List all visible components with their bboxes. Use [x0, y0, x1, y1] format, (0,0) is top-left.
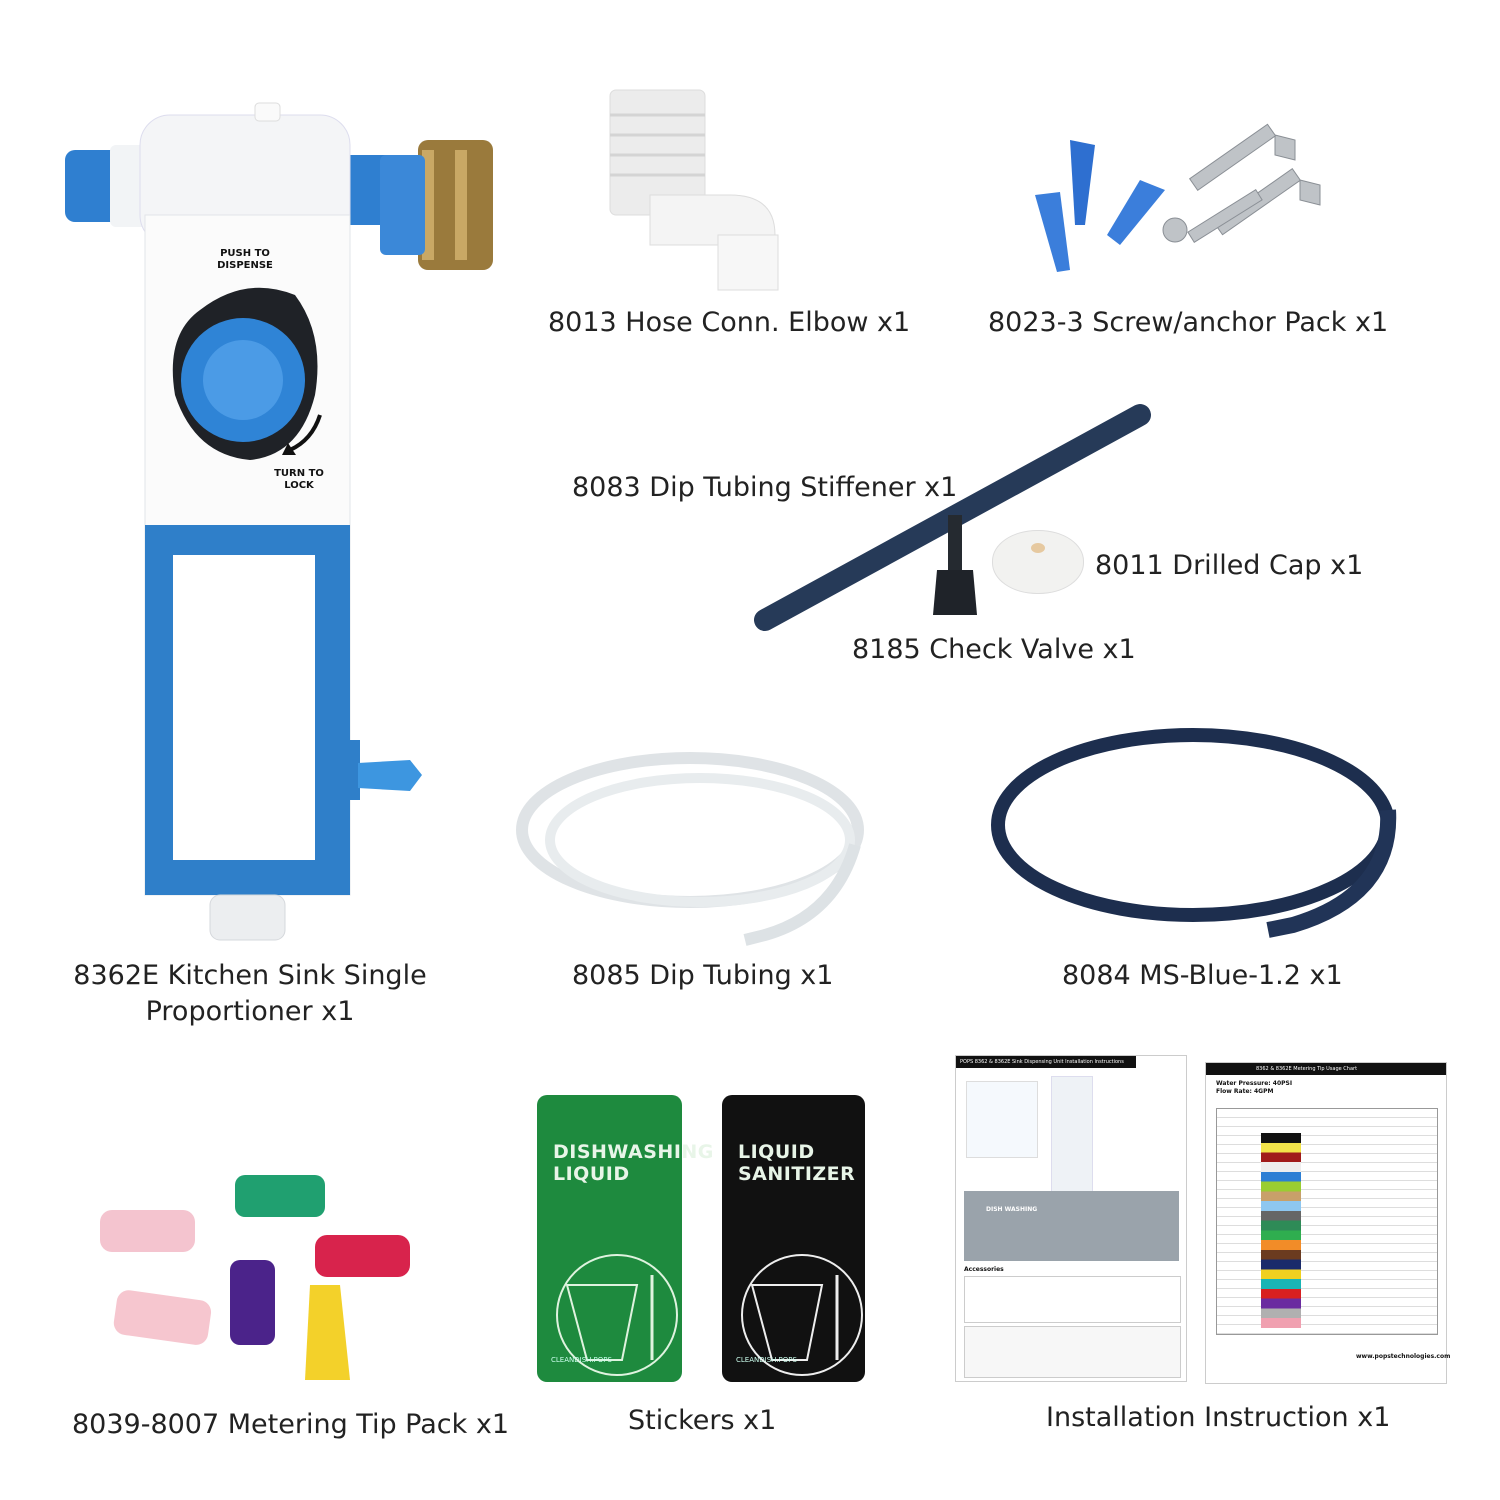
- installation-sheet-right: 8362 & 8362E Metering Tip Usage Chart Wa…: [1205, 1062, 1451, 1384]
- push-label-line1: PUSH TO: [220, 248, 270, 259]
- dishwashing-sticker-text: DISHWASHING LIQUID: [553, 1141, 714, 1185]
- drilled-cap-caption: 8011 Drilled Cap x1: [1095, 550, 1364, 581]
- dish-glass-icon: [556, 1254, 678, 1376]
- dishwashing-sticker: DISHWASHING LIQUID CLEANDISH.POPS: [537, 1095, 713, 1382]
- ms-blue-caption: 8084 MS-Blue-1.2 x1: [1062, 960, 1343, 991]
- sanitizer-glass-icon: [741, 1254, 863, 1376]
- installation-caption: Installation Instruction x1: [1046, 1402, 1391, 1433]
- dishwashing-brand: CLEANDISH.POPS: [551, 1356, 612, 1364]
- proportioner-caption: 8362E Kitchen Sink Single Proportioner x…: [60, 958, 440, 1030]
- metering-tips-illustration: [100, 1175, 410, 1380]
- proportioner-caption-line2: Proportioner x1: [145, 996, 355, 1027]
- sanitizer-line2: SANITIZER: [738, 1163, 856, 1185]
- left-sheet-title: POPS 8362 & 8362E Sink Dispensing Unit I…: [960, 1059, 1124, 1065]
- turn-to-lock-label: TURN TO LOCK: [268, 468, 330, 492]
- drilled-cap-illustration: [992, 530, 1084, 594]
- sanitizer-sticker: LIQUID SANITIZER CLEANDISH.POPS: [722, 1095, 865, 1382]
- stiffener-illustration: [754, 404, 1151, 631]
- proportioner-caption-line1: 8362E Kitchen Sink Single: [73, 960, 427, 991]
- right-sheet-title: 8362 & 8362E Metering Tip Usage Chart: [1256, 1066, 1358, 1072]
- turn-label-line2: LOCK: [284, 480, 314, 491]
- check-valve-caption: 8185 Check Valve x1: [852, 634, 1136, 665]
- dishwashing-line2: LIQUID: [553, 1163, 630, 1185]
- red-tip: [315, 1235, 410, 1277]
- pink-tip-1: [100, 1210, 195, 1252]
- left-sheet-accessories: Accessories: [964, 1266, 1004, 1273]
- installation-sheet-left: POPS 8362 & 8362E Sink Dispensing Unit I…: [955, 1055, 1187, 1382]
- screw-pack-illustration: [1035, 123, 1321, 272]
- sanitizer-sticker-text: LIQUID SANITIZER: [738, 1141, 855, 1185]
- purple-tip: [230, 1260, 275, 1345]
- ms-blue-illustration: [991, 728, 1397, 938]
- dishwashing-line1: DISHWASHING: [553, 1141, 714, 1163]
- turn-label-line1: TURN TO: [274, 468, 324, 479]
- dip-tubing-illustration: [516, 752, 864, 946]
- push-label-line2: DISPENSE: [217, 260, 273, 271]
- left-sheet-dish-label: DISH WASHING: [986, 1206, 1038, 1213]
- turn-arrow-icon: [289, 414, 322, 452]
- pink-tip-2: [113, 1290, 212, 1345]
- right-sheet-website: www.popstechnologies.com: [1356, 1353, 1451, 1360]
- green-tip: [235, 1175, 325, 1217]
- right-sheet-flow: Flow Rate: 4GPM: [1216, 1088, 1274, 1095]
- screw-pack-caption: 8023-3 Screw/anchor Pack x1: [988, 307, 1389, 338]
- dip-tubing-caption: 8085 Dip Tubing x1: [572, 960, 834, 991]
- proportioner-illustration: [65, 102, 493, 941]
- right-sheet-pressure: Water Pressure: 40PSI: [1216, 1080, 1293, 1087]
- sanitizer-line1: LIQUID: [738, 1141, 815, 1163]
- elbow-caption: 8013 Hose Conn. Elbow x1: [548, 307, 911, 338]
- stiffener-caption: 8083 Dip Tubing Stiffener x1: [572, 472, 958, 503]
- yellow-tip: [305, 1285, 350, 1380]
- tip-chart-table: [1216, 1108, 1438, 1335]
- sanitizer-brand: CLEANDISH.POPS: [736, 1356, 797, 1364]
- metering-tips-caption: 8039-8007 Metering Tip Pack x1: [72, 1409, 510, 1440]
- push-to-dispense-label: PUSH TO DISPENSE: [212, 248, 278, 272]
- elbow-illustration: [609, 89, 779, 291]
- stickers-caption: Stickers x1: [628, 1405, 777, 1436]
